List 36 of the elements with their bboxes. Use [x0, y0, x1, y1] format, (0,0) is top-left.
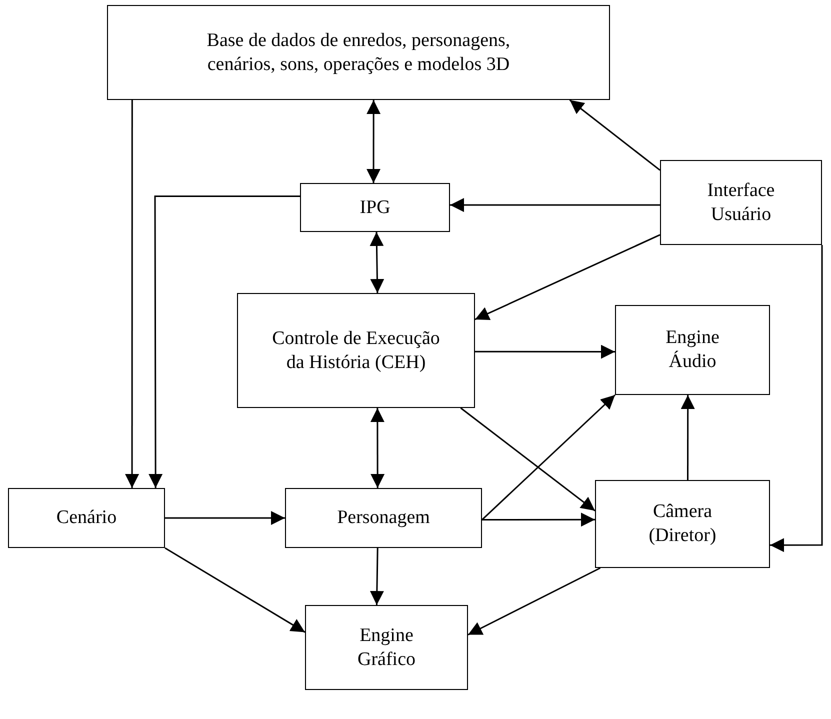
arrow: [468, 567, 601, 636]
arrow: [475, 344, 615, 359]
arrow: [460, 407, 596, 512]
box-label: IPG: [360, 196, 390, 220]
process-box: [8, 488, 165, 548]
box-label: Interface Usuário: [706, 178, 776, 226]
arrow: [366, 100, 381, 183]
process-box: [615, 305, 770, 395]
box-label: Cenário: [56, 506, 117, 530]
arrow: [680, 395, 695, 480]
process-box: [660, 160, 822, 245]
arrow: [474, 234, 660, 320]
arrow: [482, 512, 595, 527]
arrow: [569, 99, 660, 171]
process-box: [300, 183, 450, 232]
box-label: Engine Gráfico: [356, 624, 417, 672]
box-label: Engine Áudio: [664, 326, 720, 374]
process-box: [595, 480, 770, 568]
arrow: [450, 198, 660, 212]
arrow: [148, 195, 300, 488]
box-label: Controle de Execução da História (CEH): [271, 326, 441, 374]
process-box: [285, 488, 482, 548]
arrow: [770, 245, 823, 552]
arrow: [481, 394, 616, 520]
process-box: [237, 293, 475, 408]
box-label: Personagem: [337, 506, 430, 530]
box-label: Base de dados de enredos, personagens, cenários, sons, operações e modelos 3D: [206, 28, 512, 76]
process-box: [305, 605, 468, 690]
arrow: [370, 232, 384, 294]
process-box: [107, 5, 610, 100]
arrow: [165, 511, 285, 525]
arrow: [370, 408, 385, 488]
box-label: Câmera (Diretor): [648, 500, 718, 548]
arrow: [164, 547, 306, 633]
arrow: [125, 100, 140, 488]
arrow: [370, 548, 384, 606]
